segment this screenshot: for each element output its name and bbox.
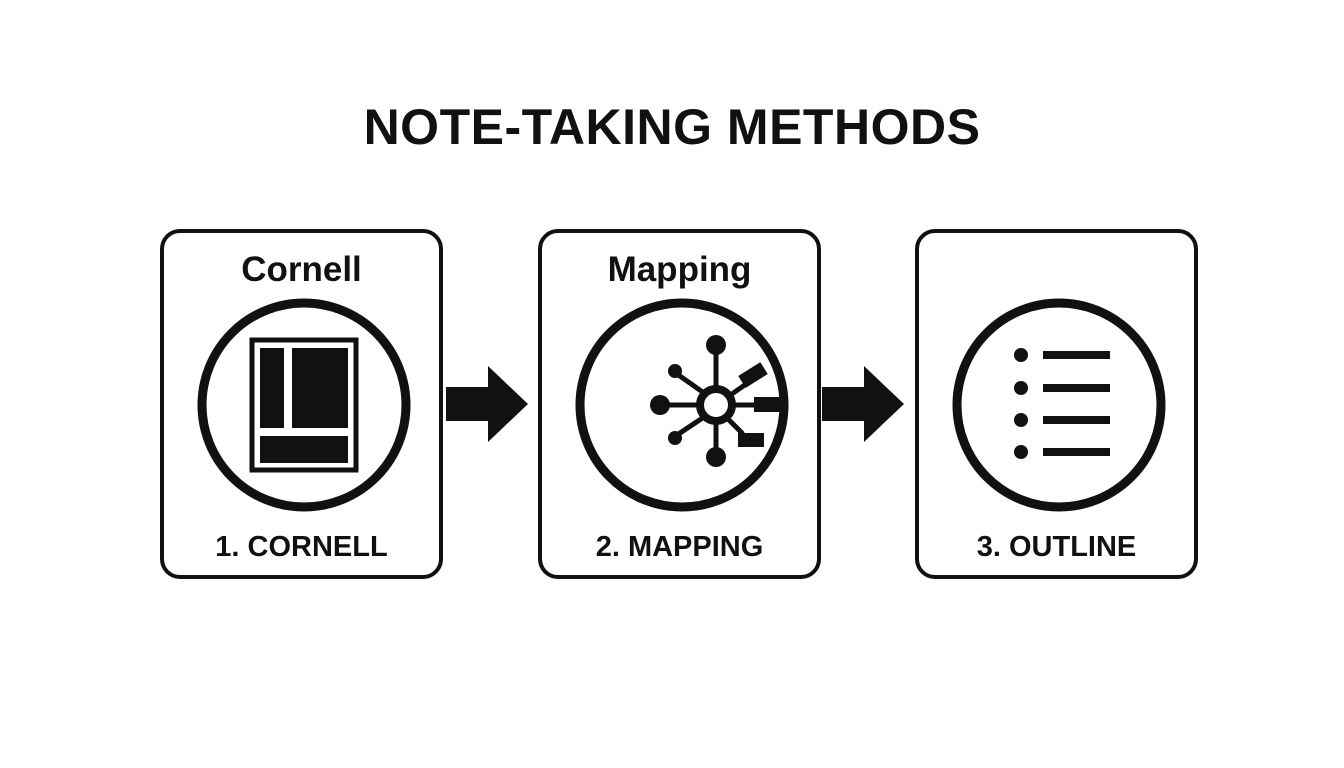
cornell-label: 1. CORNELL xyxy=(215,531,388,563)
arrow-right-icon xyxy=(446,366,528,442)
mapping-card: Mapping 2. MAPPING xyxy=(538,229,821,579)
bullet-list-icon xyxy=(952,298,1166,512)
arrow-right-icon xyxy=(822,366,904,442)
outline-label: 3. OUTLINE xyxy=(976,531,1137,563)
cornell-card: Cornell 1. CORNELL xyxy=(160,229,443,579)
mind-map-icon xyxy=(575,298,789,512)
cornell-layout-icon xyxy=(197,298,411,512)
diagram-title: NOTE-TAKING METHODS xyxy=(363,99,981,155)
cornell-heading: Cornell xyxy=(241,250,362,289)
mapping-label: 2. MAPPING xyxy=(595,531,764,563)
mapping-heading: Mapping xyxy=(607,250,752,289)
outline-card: 3. OUTLINE xyxy=(915,229,1198,579)
